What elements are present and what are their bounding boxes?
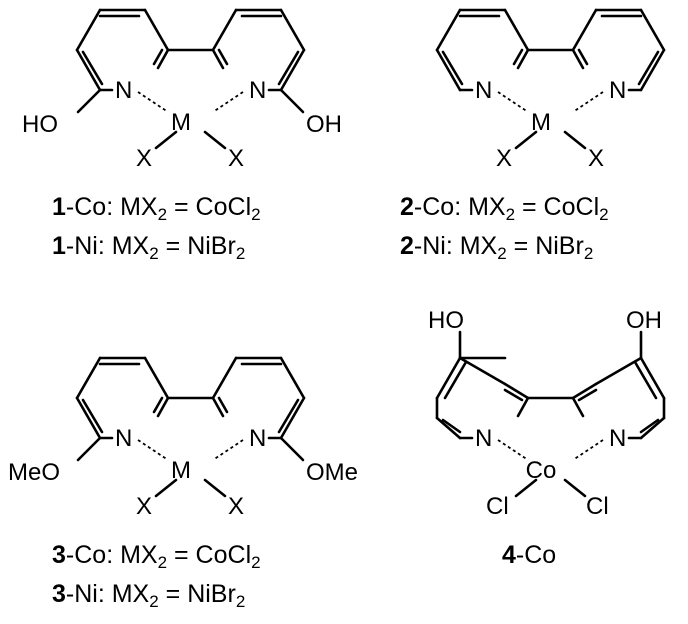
atom-x-right: Cl	[586, 493, 609, 520]
substituent-top-right: OH	[626, 307, 662, 334]
atom-x-left: X	[136, 145, 152, 172]
atom-metal: M	[171, 109, 191, 136]
caption-3-co: 3-Co: MX2 = CoCl2	[52, 541, 261, 572]
atom-metal: M	[531, 109, 551, 136]
caption-1-co: 1-Co: MX2 = CoCl2	[52, 193, 261, 224]
atom-x-right: X	[228, 493, 244, 520]
caption-3-ni: 3-Ni: MX2 = NiBr2	[52, 580, 246, 611]
substituent-left: MeO	[8, 459, 60, 486]
atom-n-left: N	[115, 77, 132, 104]
atom-n-left: N	[475, 77, 492, 104]
caption-1-ni: 1-Ni: MX2 = NiBr2	[52, 232, 246, 263]
atom-n-left: N	[475, 425, 492, 452]
atom-metal: M	[171, 457, 191, 484]
caption-4-co: 4-Co	[502, 541, 557, 569]
structure-1: N N M X X HO OH	[22, 8, 342, 172]
atom-x-left: X	[496, 145, 512, 172]
atom-n-right: N	[249, 77, 266, 104]
atom-n-right: N	[609, 425, 626, 452]
substituent-right: OH	[306, 111, 342, 138]
atom-n-right: N	[249, 425, 266, 452]
atom-x-right: X	[228, 145, 244, 172]
atom-n-left: N	[115, 425, 132, 452]
structure-4: N N Co Cl Cl HO OH	[428, 307, 666, 520]
substituent-right: OMe	[306, 459, 358, 486]
structure-2: N N M X X	[435, 8, 666, 172]
substituent-top-left: HO	[428, 307, 464, 334]
caption-2-ni: 2-Ni: MX2 = NiBr2	[400, 232, 594, 263]
atom-n-right: N	[609, 77, 626, 104]
caption-2-co: 2-Co: MX2 = CoCl2	[400, 193, 609, 224]
atom-x-left: X	[136, 493, 152, 520]
substituent-left: HO	[22, 111, 58, 138]
atom-x-right: X	[588, 145, 604, 172]
atom-metal: Co	[526, 457, 557, 484]
structure-3: N N M X X MeO OMe	[8, 356, 358, 520]
atom-x-left: Cl	[486, 493, 509, 520]
